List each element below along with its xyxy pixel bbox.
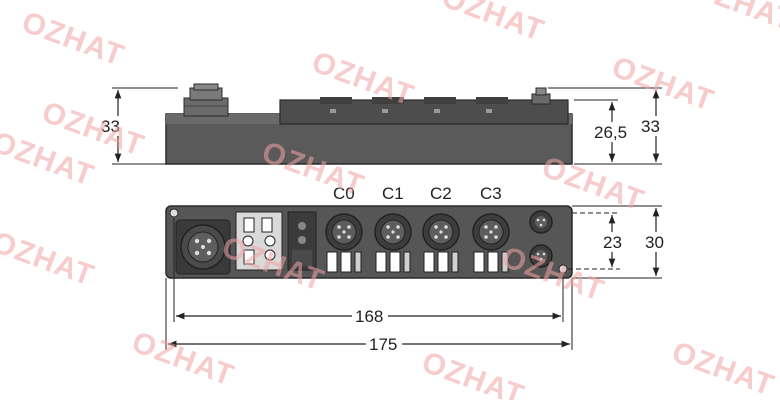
watermark-text: OZHAT xyxy=(688,0,780,38)
watermark-text: OZHAT xyxy=(0,226,99,293)
watermark-text: OZHAT xyxy=(418,346,529,400)
dim-hole-spacing: 168 xyxy=(355,307,383,326)
connector-label-c0: C0 xyxy=(333,184,355,203)
watermark-text: OZHAT xyxy=(18,6,129,73)
dim-front-height-outer: 30 xyxy=(645,233,664,252)
dim-side-height-inner: 26,5 xyxy=(594,123,627,142)
watermark-text: OZHAT xyxy=(608,51,719,118)
front-view xyxy=(165,205,573,279)
front-dim-right: 23 30 xyxy=(568,205,672,279)
bus-connectors xyxy=(529,210,553,268)
connector-c3 xyxy=(472,213,510,273)
dim-side-height-left: 33 xyxy=(101,117,120,136)
connector-label-c1: C1 xyxy=(382,184,404,203)
dim-side-height-right: 33 xyxy=(641,117,660,136)
connector-label-c2: C2 xyxy=(430,184,452,203)
address-switch xyxy=(235,211,283,271)
connector-c1 xyxy=(374,213,412,273)
status-led-panel xyxy=(287,211,317,271)
power-connector xyxy=(175,219,231,275)
side-dim-right: 26,5 33 xyxy=(548,87,672,165)
side-view xyxy=(165,83,573,165)
mount-hole-right xyxy=(558,264,568,274)
watermark-text: OZHAT xyxy=(128,326,239,393)
dim-overall-length: 175 xyxy=(369,335,397,354)
mount-hole-left xyxy=(169,208,179,218)
watermark-text: OZHAT xyxy=(668,336,779,400)
dim-front-height-inner: 23 xyxy=(603,233,622,252)
connector-c0 xyxy=(325,213,363,273)
connector-label-c3: C3 xyxy=(480,184,502,203)
front-dim-bottom: 168 175 xyxy=(165,218,573,354)
side-dim-left: 33 xyxy=(98,87,178,165)
connector-c2 xyxy=(422,213,460,273)
watermark-text: OZHAT xyxy=(438,0,549,48)
